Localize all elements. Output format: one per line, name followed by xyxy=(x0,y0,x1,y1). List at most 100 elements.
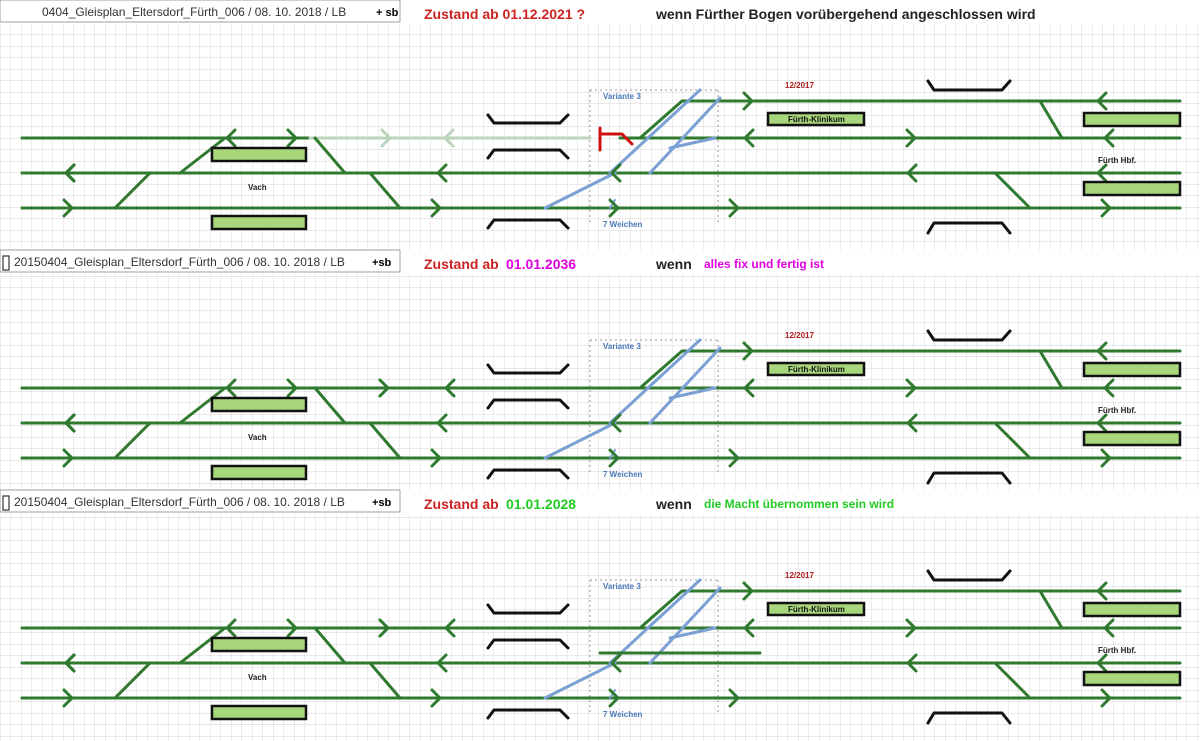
track-chevron-icon xyxy=(225,128,237,148)
platform xyxy=(210,636,308,653)
track-chevron-icon xyxy=(62,448,74,468)
switch-diagonal xyxy=(313,136,347,175)
switch-diagonal xyxy=(113,661,152,700)
track-chevron-icon xyxy=(444,378,456,398)
platform-edge xyxy=(486,148,570,160)
ghost-chevron-icon xyxy=(443,128,455,148)
zustand-label: Zustand ab xyxy=(424,496,499,512)
track-chevron-icon xyxy=(1096,163,1108,183)
date-label: 01.01.2036 xyxy=(506,256,576,272)
file-label-box xyxy=(0,0,401,23)
track-chevron-icon xyxy=(906,653,918,673)
top-track-line xyxy=(638,349,1064,390)
track-chevron-icon xyxy=(608,198,620,218)
klinikum-platform xyxy=(766,601,866,617)
date-tag-label: 12/2017 xyxy=(785,571,814,580)
hbf-label: Fürth Hbf. xyxy=(1098,646,1136,655)
platform-edge xyxy=(486,708,570,720)
switch-diagonal xyxy=(368,171,402,210)
platform-edge xyxy=(926,569,1012,582)
buffer-stop-icon xyxy=(598,132,634,146)
track-chevron-icon xyxy=(743,128,755,148)
track-chevron-icon xyxy=(1096,91,1108,111)
platform-edge xyxy=(486,218,570,230)
variant-line xyxy=(668,136,717,150)
top-track-line xyxy=(638,589,1064,630)
variant-line xyxy=(668,626,717,640)
panel-3: 20150404_Gleisplan_Eltersdorf_Fürth_006 … xyxy=(0,489,1200,725)
track-chevron-icon xyxy=(430,448,442,468)
track-chevron-icon xyxy=(1100,198,1112,218)
switch-diagonal xyxy=(368,661,402,700)
klinikum-platform xyxy=(766,361,866,377)
track-chevron-icon xyxy=(436,163,448,183)
date-box xyxy=(503,493,585,511)
platform-edge xyxy=(486,603,570,615)
platform-edge xyxy=(486,468,570,480)
platform xyxy=(1082,111,1182,128)
platform-edge xyxy=(486,113,570,125)
track-chevron-icon xyxy=(743,618,755,638)
switch-diagonal xyxy=(368,421,402,460)
switch-diagonal xyxy=(178,626,227,665)
track-chevron-icon xyxy=(906,413,918,433)
track-chevron-icon xyxy=(436,413,448,433)
klinikum-platform xyxy=(766,111,866,127)
track-chevron-icon xyxy=(742,91,754,111)
track-chevron-icon xyxy=(905,128,917,148)
track-chevron-icon xyxy=(64,413,76,433)
track-chevron-icon xyxy=(906,163,918,183)
vach-label: Vach xyxy=(248,433,267,442)
switch-diagonal xyxy=(993,661,1032,700)
variant-line xyxy=(543,661,617,700)
variant-line xyxy=(543,421,617,460)
platform xyxy=(1082,430,1182,447)
variante-label: Variante 3 xyxy=(603,342,641,351)
platform xyxy=(210,146,308,163)
track-chevron-icon xyxy=(610,653,622,673)
vach-label: Vach xyxy=(248,673,267,682)
platform xyxy=(1082,670,1182,687)
switch-diagonal xyxy=(313,626,347,665)
variant-line xyxy=(648,346,722,425)
date-tag-label: 12/2017 xyxy=(785,331,814,340)
variant-line xyxy=(543,171,617,210)
track-chevron-icon xyxy=(430,198,442,218)
klinikum-label: Fürth-Klinikum xyxy=(788,365,845,374)
file-label: 20150404_Gleisplan_Eltersdorf_Fürth_006 … xyxy=(14,255,345,269)
track-chevron-icon xyxy=(728,688,740,708)
switch-diagonal xyxy=(113,421,152,460)
track-chevron-icon xyxy=(378,378,390,398)
platform xyxy=(1082,361,1182,378)
panel-1: 0404_Gleisplan_Eltersdorf_Fürth_006 / 08… xyxy=(0,0,1200,235)
switch-diagonal xyxy=(993,171,1032,210)
variant-line xyxy=(648,586,722,665)
corner-marker-icon xyxy=(2,495,10,511)
date-tag-label: 12/2017 xyxy=(785,81,814,90)
desc-label: alles fix und fertig ist xyxy=(704,257,824,271)
track-chevron-icon xyxy=(1103,378,1115,398)
track-chevron-icon xyxy=(62,198,74,218)
track-chevron-icon xyxy=(610,413,622,433)
track-chevron-icon xyxy=(430,688,442,708)
track-chevron-icon xyxy=(742,341,754,361)
variant-line xyxy=(608,578,702,665)
track-chevron-icon xyxy=(286,128,298,148)
track-chevron-icon xyxy=(742,581,754,601)
zustand-label: Zustand ab xyxy=(424,256,499,272)
file-label: 20150404_Gleisplan_Eltersdorf_Fürth_006 … xyxy=(14,495,345,509)
wenn-label: wenn xyxy=(655,256,692,272)
top-track-line xyxy=(638,99,1064,140)
platform-edge xyxy=(486,363,570,375)
platform-edge xyxy=(486,638,570,650)
track-chevron-icon xyxy=(436,653,448,673)
track-chevron-icon xyxy=(225,618,237,638)
wenn-label: wenn Fürther Bogen vorübergehend angesch… xyxy=(655,6,1036,22)
platform xyxy=(1082,180,1182,197)
track-chevron-icon xyxy=(1096,341,1108,361)
track-chevron-icon xyxy=(728,198,740,218)
klinikum-label: Fürth-Klinikum xyxy=(788,605,845,614)
hbf-label: Fürth Hbf. xyxy=(1098,156,1136,165)
track-chevron-icon xyxy=(1096,653,1108,673)
